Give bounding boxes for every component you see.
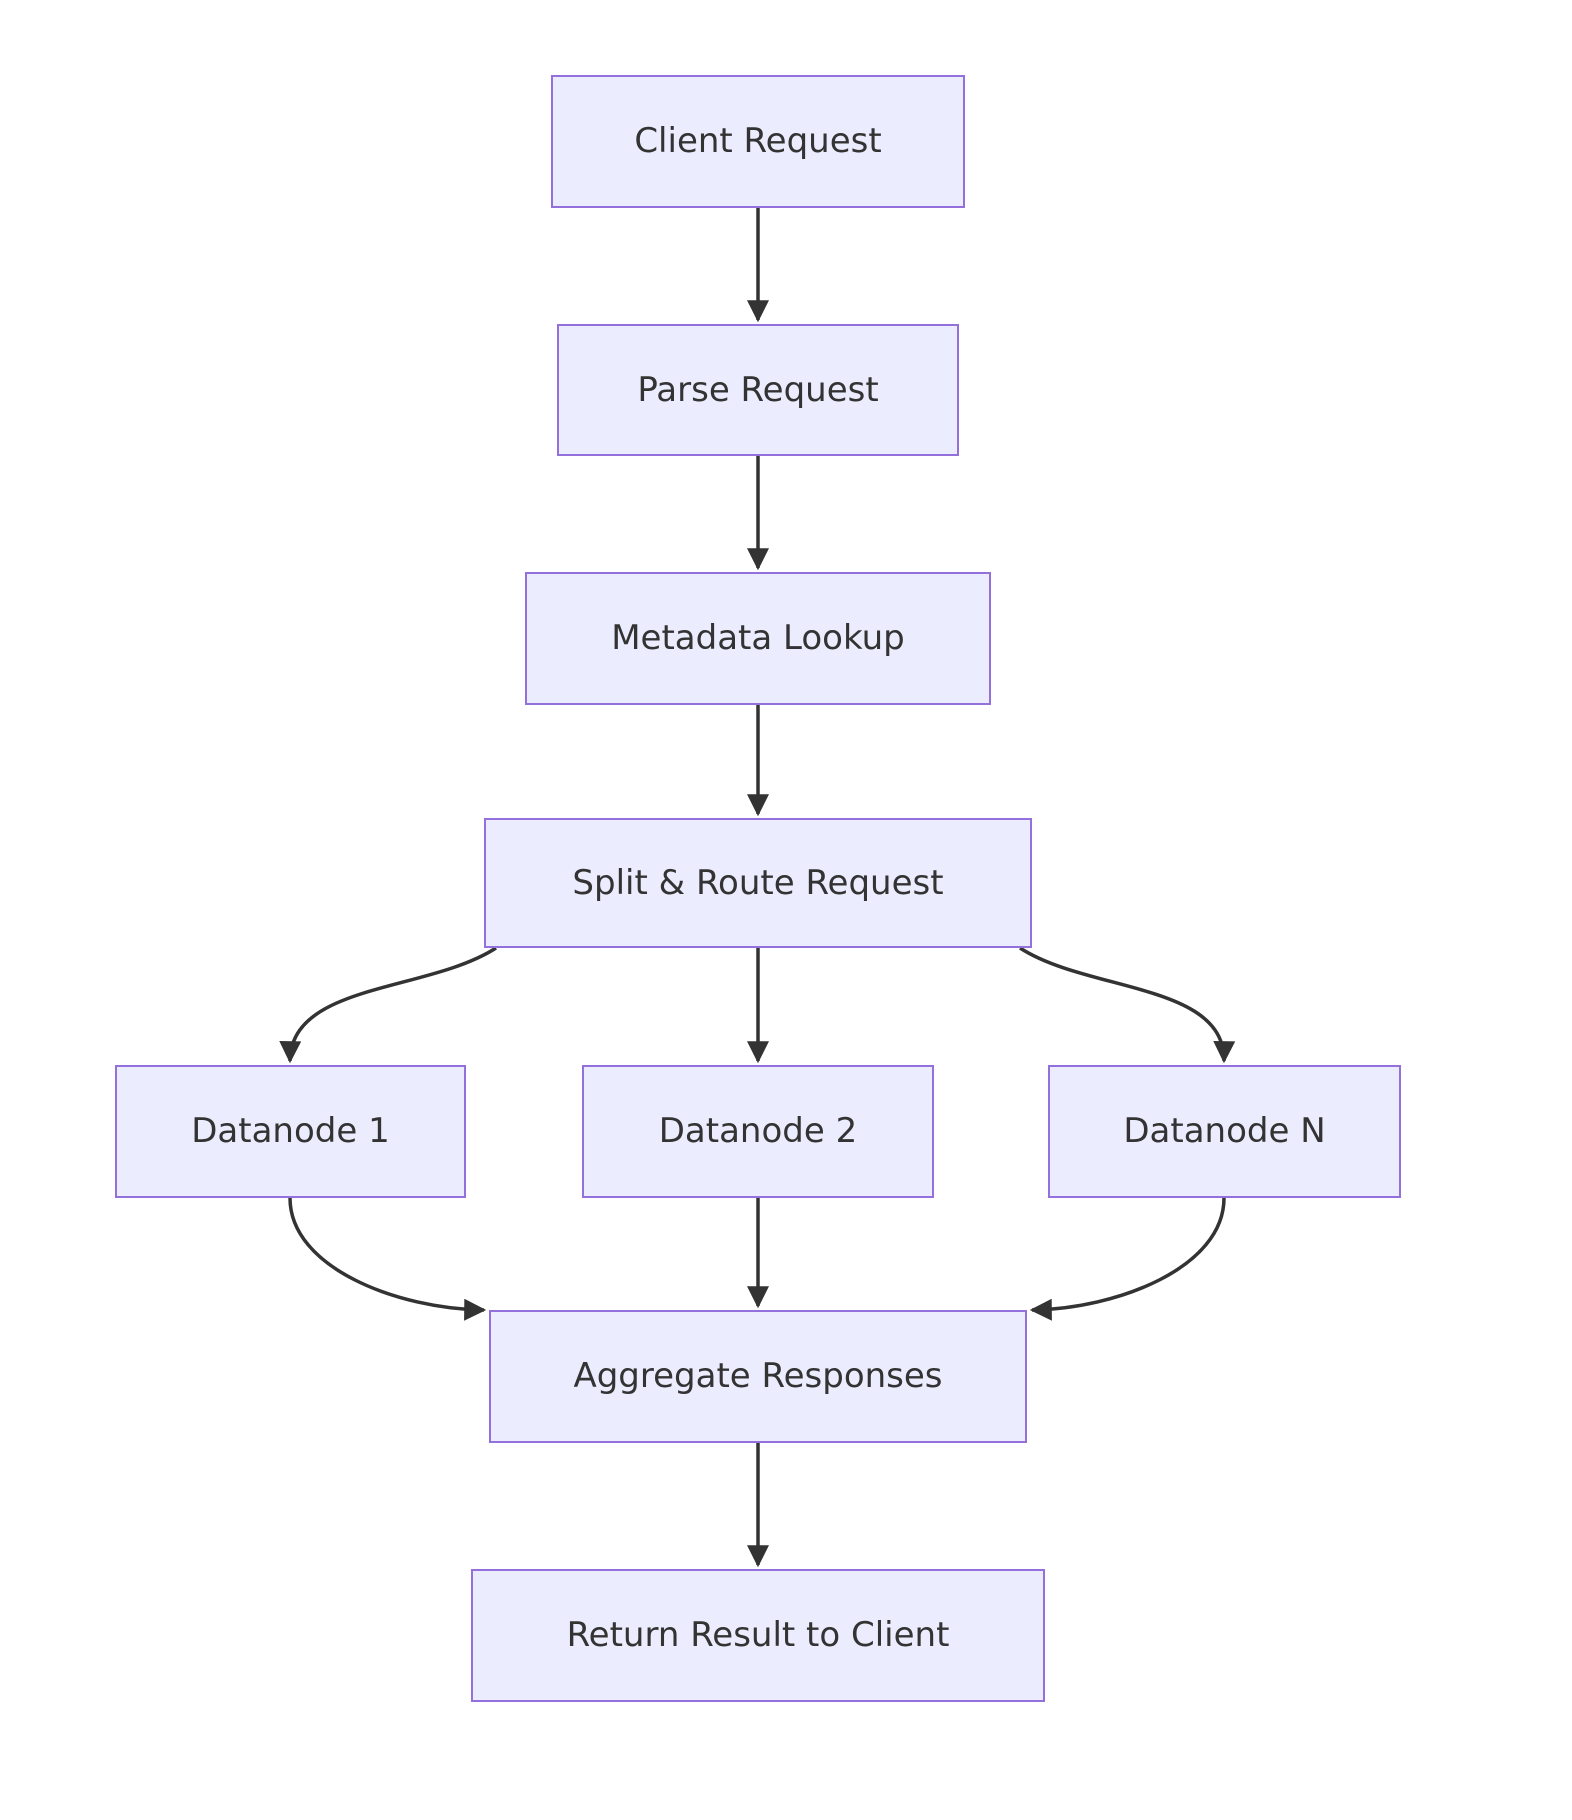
node-label: Datanode 1 bbox=[191, 1111, 390, 1152]
node-datanode-2: Datanode 2 bbox=[582, 1065, 934, 1198]
node-label: Split & Route Request bbox=[572, 862, 944, 903]
node-split-route-request: Split & Route Request bbox=[484, 818, 1032, 948]
edge-split-to-datanode-n bbox=[1019, 946, 1236, 1064]
node-label: Datanode N bbox=[1123, 1111, 1326, 1152]
edge-datanode-1-to-aggregate bbox=[288, 1197, 487, 1321]
node-label: Datanode 2 bbox=[658, 1111, 858, 1152]
node-metadata-lookup: Metadata Lookup bbox=[525, 572, 991, 705]
node-client-request: Client Request bbox=[551, 75, 965, 208]
edge-split-to-datanode-1 bbox=[279, 946, 497, 1064]
node-datanode-1: Datanode 1 bbox=[115, 1065, 466, 1198]
node-label: Parse Request bbox=[637, 369, 879, 410]
edge-datanode-n-to-aggregate bbox=[1029, 1197, 1226, 1321]
node-parse-request: Parse Request bbox=[557, 324, 959, 456]
node-return-result-to-client: Return Result to Client bbox=[471, 1569, 1045, 1702]
node-label: Client Request bbox=[634, 121, 882, 162]
node-aggregate-responses: Aggregate Responses bbox=[489, 1310, 1027, 1443]
node-label: Return Result to Client bbox=[566, 1615, 950, 1656]
node-datanode-n: Datanode N bbox=[1048, 1065, 1401, 1198]
node-label: Aggregate Responses bbox=[573, 1356, 943, 1397]
node-label: Metadata Lookup bbox=[611, 618, 905, 659]
